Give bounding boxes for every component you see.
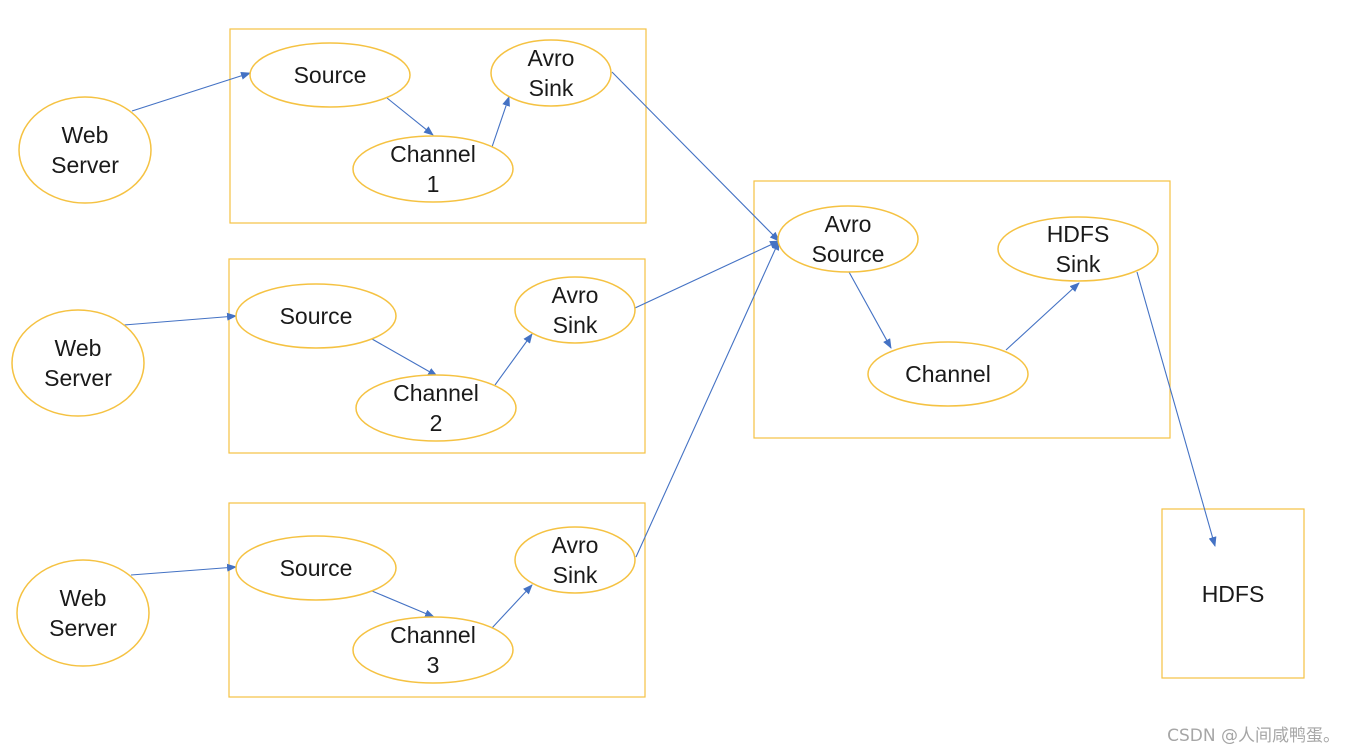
node-label: Channel [905, 361, 991, 387]
edge-web-server-3-to-source-3 [130, 563, 237, 576]
node-ellipse [490, 39, 612, 107]
node-channel-agg: Channel [867, 341, 1029, 407]
edge-channel-3-to-avro-sink-3 [491, 584, 533, 629]
edge-source-3-to-channel-3 [371, 590, 435, 618]
edge-source-1-to-channel-1 [386, 97, 434, 136]
agent-box-2 [228, 258, 646, 454]
node-ellipse [867, 341, 1029, 407]
edge-avro-sink-3-to-avro-source [635, 240, 780, 558]
edge-source-2-to-channel-2 [371, 338, 438, 377]
node-ellipse [249, 42, 411, 108]
node-ellipse [352, 135, 514, 203]
edge-channel-agg-to-hdfs-sink [1005, 282, 1080, 351]
edge-channel-1-to-avro-sink-1 [491, 96, 510, 148]
node-label: Source [294, 62, 367, 88]
node-ellipse [235, 283, 397, 349]
node-ellipse [514, 526, 636, 594]
agent-box-3 [228, 502, 646, 698]
node-ellipse [11, 309, 145, 417]
node-ellipse [352, 616, 514, 684]
edge-avro-sink-2-to-avro-source [634, 240, 780, 309]
node-source-1: Source [249, 42, 411, 108]
node-ellipse [16, 559, 150, 667]
node-ellipse [18, 96, 152, 204]
node-label: Source [280, 303, 353, 329]
edge-web-server-2-to-source-2 [123, 312, 237, 326]
edge-avro-source-to-channel-agg [848, 271, 892, 349]
hdfs-box [1161, 508, 1305, 679]
edges [123, 71, 1217, 629]
node-ellipse [514, 276, 636, 344]
watermark: CSDN @人间咸鸭蛋。 [1167, 726, 1340, 746]
edge-hdfs-sink-to-hdfs [1136, 271, 1217, 547]
node-source-2: Source [235, 283, 397, 349]
node-ellipse [355, 374, 517, 442]
edge-channel-2-to-avro-sink-2 [494, 333, 533, 386]
node-source-3: Source [235, 535, 397, 601]
node-label: Source [280, 555, 353, 581]
node-ellipse [997, 216, 1159, 282]
edge-avro-sink-1-to-avro-source [611, 71, 780, 242]
node-ellipse [777, 205, 919, 273]
agent-box-1 [229, 28, 647, 224]
hdfs-label: HDFS [1202, 581, 1265, 607]
edge-web-server-1-to-source-1 [131, 71, 251, 112]
collector-agent-box [753, 180, 1171, 439]
node-ellipse [235, 535, 397, 601]
